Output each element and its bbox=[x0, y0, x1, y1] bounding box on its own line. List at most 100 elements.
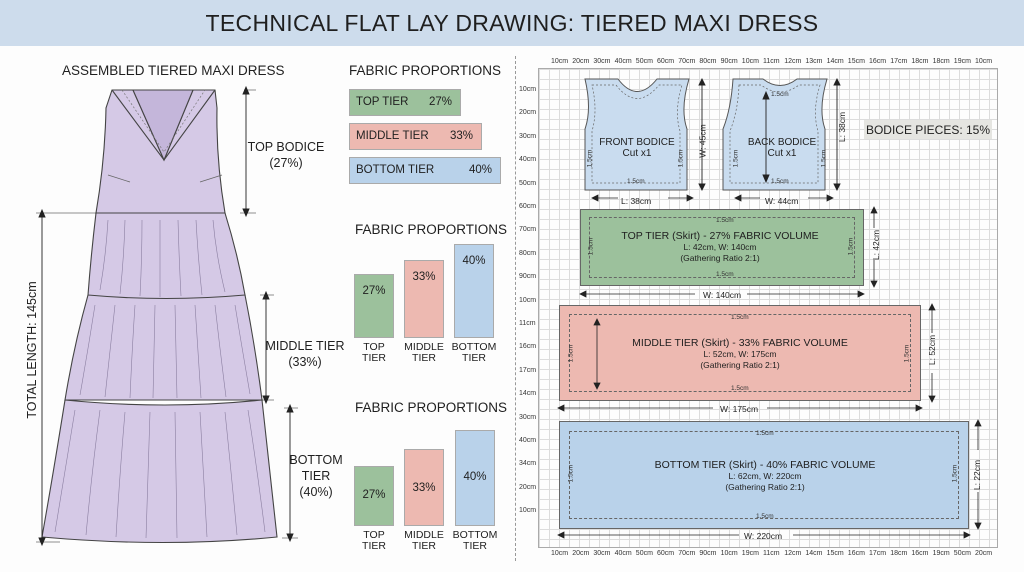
middle-tier-piece bbox=[559, 305, 921, 401]
vbar2-bottom: 40% bbox=[455, 430, 495, 526]
middle-tier-dims: L: 52cm, W: 175cm bbox=[703, 349, 777, 359]
vbar2-top-value: 27% bbox=[362, 489, 386, 501]
top-ruler-tick: 12cm bbox=[784, 58, 802, 65]
bottom-ruler-tick: 12cm bbox=[784, 550, 802, 557]
top-ruler-tick: 70cm bbox=[678, 58, 696, 65]
left-ruler-tick: 50cm bbox=[519, 179, 537, 187]
hbar-bottom-tier: BOTTOM TIER 40% bbox=[349, 157, 501, 184]
left-ruler-tick: 16cm bbox=[519, 343, 537, 351]
vbar1-top: 27% bbox=[354, 274, 394, 338]
vbar2-cap-top-1: TOP bbox=[363, 529, 385, 541]
hbar-top-name: TOP TIER bbox=[356, 96, 409, 108]
bottom-tier-name-2: TIER bbox=[301, 469, 331, 483]
bottom-ruler-tick: 10cm bbox=[720, 550, 738, 557]
hbar-middle-value: 33% bbox=[449, 130, 473, 142]
front-bodice-width: L: 38cm bbox=[621, 196, 652, 206]
bottom-tier-name-1: BOTTOM bbox=[289, 453, 343, 467]
middle-tier-seam-bottom: 1.5cm bbox=[731, 385, 749, 392]
vbar1-middle-value: 33% bbox=[412, 271, 436, 283]
middle-tier-label: MIDDLE TIER (33%) bbox=[263, 338, 347, 370]
top-tier-width: W: 140cm bbox=[703, 290, 742, 300]
bottom-ruler-tick: 20cm bbox=[975, 550, 993, 557]
vbar2-middle: 33% bbox=[404, 449, 444, 526]
bottom-tier-seam-bottom: 1.5cm bbox=[756, 513, 774, 520]
top-ruler-tick: 15cm bbox=[847, 58, 865, 65]
vbar2-cap-middle-2: TIER bbox=[412, 540, 436, 552]
left-ruler-tick: 10cm bbox=[519, 86, 537, 93]
bottom-ruler-tick: 16cm bbox=[911, 550, 929, 557]
top-ruler-tick: 14cm bbox=[826, 58, 844, 65]
dress-title: ASSEMBLED TIERED MAXI DRESS bbox=[62, 63, 285, 78]
top-tier-title: TOP TIER (Skirt) - 27% FABRIC VOLUME bbox=[621, 230, 819, 242]
vbar2-bottom-value: 40% bbox=[463, 471, 487, 483]
middle-tier-seam-top: 1.5cm bbox=[731, 314, 749, 321]
back-seam-bottom: 1.5cm bbox=[771, 178, 789, 185]
bottom-ruler-tick: 19cm bbox=[741, 550, 759, 557]
bottom-tier-pct: (40%) bbox=[299, 485, 333, 499]
bottom-ruler-tick: 11cm bbox=[763, 550, 780, 557]
middle-tier-name: MIDDLE TIER bbox=[265, 339, 345, 353]
proportions-title-2: FABRIC PROPORTIONS bbox=[355, 222, 508, 237]
vbar1-bottom-value: 40% bbox=[462, 255, 486, 267]
left-ruler-tick: 40cm bbox=[519, 156, 537, 164]
hbar-top-value: 27% bbox=[428, 96, 452, 108]
bottom-tier-ratio: (Gathering Ratio 2:1) bbox=[725, 482, 805, 492]
vbar2-cap-bottom-2: TIER bbox=[463, 540, 487, 552]
proportions-title-3: FABRIC PROPORTIONS bbox=[355, 400, 508, 415]
dress-illustration bbox=[36, 85, 298, 547]
total-length-label: TOTAL LENGTH: 145cm bbox=[25, 281, 39, 419]
bottom-ruler-tick: 10cm bbox=[551, 550, 569, 557]
top-ruler-tick: 11cm bbox=[763, 58, 780, 65]
top-tier-dims: L: 42cm, W: 140cm bbox=[683, 242, 757, 252]
bodice-pieces-badge: BODICE PIECES: 15% bbox=[864, 120, 992, 139]
top-ruler-tick: 90cm bbox=[720, 58, 738, 65]
front-bodice-piece bbox=[584, 78, 690, 191]
page-header: TECHNICAL FLAT LAY DRAWING: TIERED MAXI … bbox=[0, 0, 1024, 46]
hbar-top-tier: TOP TIER 27% bbox=[349, 89, 461, 116]
back-bodice-cut: Cut x1 bbox=[767, 148, 797, 159]
left-ruler-tick: 10cm bbox=[519, 507, 537, 515]
page-title: TECHNICAL FLAT LAY DRAWING: TIERED MAXI … bbox=[205, 9, 819, 36]
bottom-ruler-tick: 15cm bbox=[826, 550, 844, 557]
top-tier-text: TOP TIER (Skirt) - 27% FABRIC VOLUME L: … bbox=[600, 231, 840, 264]
front-seam-bottom: 1.5cm bbox=[627, 178, 645, 185]
bottom-ruler-tick: 40cm bbox=[614, 550, 632, 557]
top-ruler-tick: 50cm bbox=[635, 58, 653, 65]
bottom-ruler-tick: 20cm bbox=[572, 550, 590, 557]
top-ruler-tick: 80cm bbox=[699, 58, 717, 65]
back-bodice-name: BACK BODICE bbox=[747, 137, 817, 148]
bottom-tier-width: W: 220cm bbox=[744, 531, 783, 541]
top-ruler-tick: 18cm bbox=[911, 58, 929, 65]
bottom-tier-dims: L: 62cm, W: 220cm bbox=[728, 471, 802, 481]
bottom-tier-text: BOTTOM TIER (Skirt) - 40% FABRIC VOLUME … bbox=[640, 460, 890, 493]
left-ruler-tick: 20cm bbox=[519, 109, 537, 117]
vbar2-middle-value: 33% bbox=[412, 482, 436, 494]
vbar1-cap-top-1: TOP bbox=[363, 341, 385, 353]
front-seam-right: 1.5cm bbox=[677, 149, 685, 168]
left-ruler-tick: 90cm bbox=[519, 273, 537, 281]
bottom-ruler-tick: 50cm bbox=[953, 550, 971, 557]
vbar1-middle: 33% bbox=[404, 260, 444, 338]
top-tier-seam-bottom: 1.5cm bbox=[716, 271, 734, 278]
bottom-ruler-tick: 18cm bbox=[890, 550, 908, 557]
bottom-tier-piece bbox=[559, 421, 969, 529]
front-bodice-height: W: 45cm bbox=[697, 124, 708, 158]
bodice-width-arrows bbox=[591, 194, 834, 202]
back-bodice-height: L: 38cm bbox=[837, 111, 848, 143]
top-ruler-tick: 40cm bbox=[614, 58, 632, 65]
bottom-ruler-tick: 16cm bbox=[847, 550, 865, 557]
vbar2-cap-bottom-1: BOTTOM bbox=[452, 529, 498, 541]
front-bodice-name: FRONT BODICE bbox=[599, 137, 675, 148]
left-ruler-tick: 80cm bbox=[519, 249, 537, 257]
top-ruler-tick: 19cm bbox=[953, 58, 971, 65]
top-ruler-tick: 17cm bbox=[890, 58, 908, 65]
top-ruler-tick: 18cm bbox=[932, 58, 950, 65]
back-seam-top: 1.5cm bbox=[771, 91, 789, 98]
top-ruler-tick: 30cm bbox=[593, 58, 611, 65]
bottom-tier-title: BOTTOM TIER (Skirt) - 40% FABRIC VOLUME bbox=[654, 459, 876, 471]
